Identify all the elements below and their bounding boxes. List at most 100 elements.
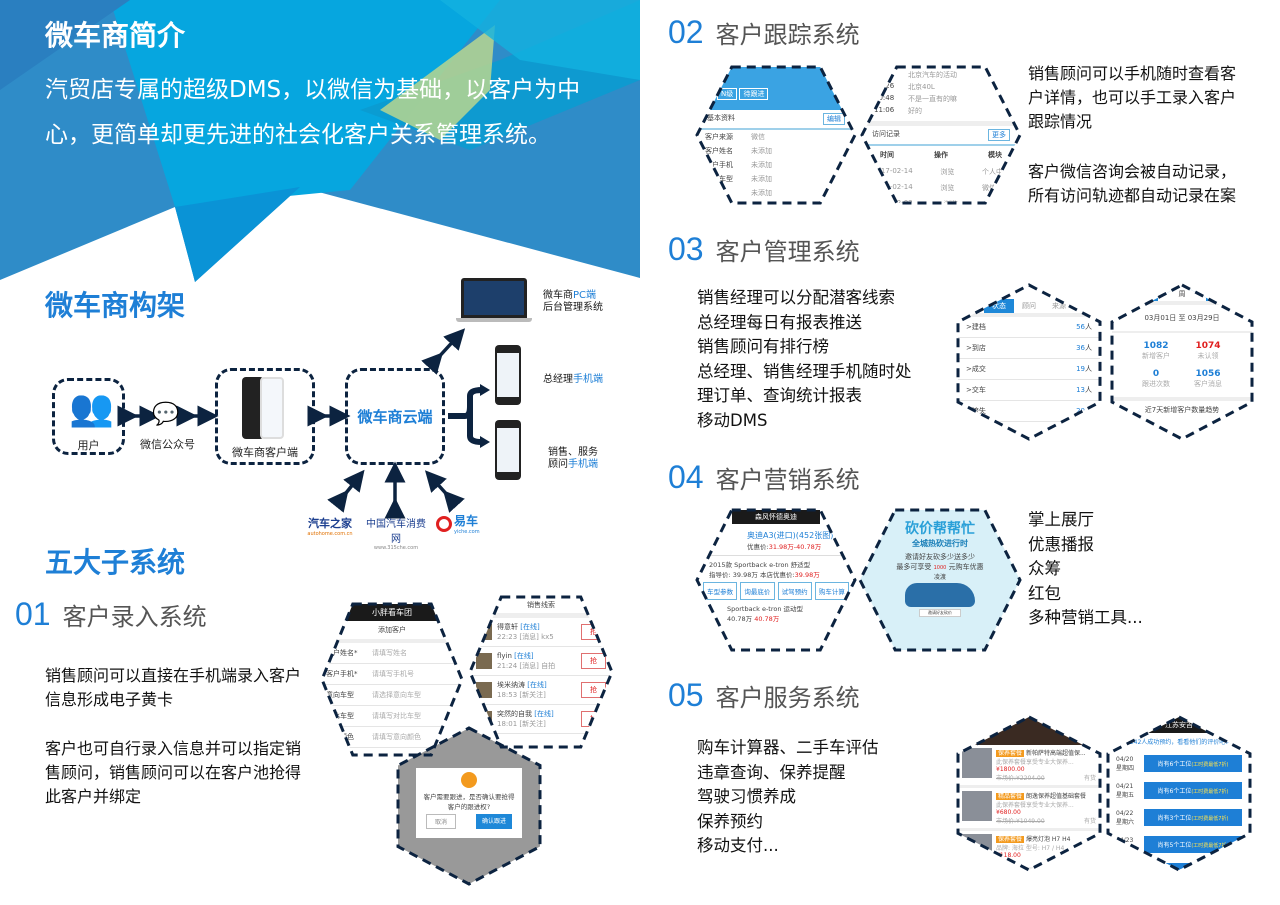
invite-button[interactable]: 邀请好友砍价 — [919, 609, 961, 617]
action-button[interactable]: 询最底价 — [740, 582, 775, 600]
form-field: 客户手机*请填写手机号 — [322, 664, 462, 685]
book-slot-button[interactable]: 尚有9个工位(工时费最低7折) — [1144, 863, 1242, 870]
s01-add-customer-screen: 小胖看车团 添加客户 客户姓名*请填写姓名客户手机*请填写手机号意向车型请选择意… — [322, 604, 462, 755]
grab-button[interactable]: 抢 — [581, 653, 606, 669]
phone-image — [260, 377, 284, 439]
action-button[interactable]: 购车计算 — [814, 582, 849, 600]
feature-item: 红包 — [1028, 583, 1061, 603]
action-button[interactable]: 车型参数 — [703, 582, 738, 600]
tab[interactable]: 顾问 — [1022, 302, 1036, 310]
visit-table-header: 时间操作模块 — [880, 151, 1002, 159]
autohome-logo: 汽车之家 autohome.com.cn — [307, 517, 353, 537]
cancel-button[interactable]: 取消 — [425, 814, 456, 829]
action-button[interactable]: 试驾预约 — [777, 582, 812, 600]
package-item[interactable]: 保养套餐 新帕萨特高端超值保...此保养套餐享受专业大保养...¥1800.00… — [958, 745, 1100, 788]
intro-banner-background — [0, 0, 640, 282]
detail-row: 意向车型未添加 — [705, 175, 772, 183]
wechat-icon: 💬 — [152, 402, 180, 427]
s05-feature-list: 购车计算器、二手车评估违章查询、保养提醒驾驶习惯养成保养预约移动支付... — [697, 736, 879, 859]
grab-button[interactable]: 抢 — [581, 624, 606, 640]
laptop-image — [456, 278, 532, 324]
architecture-title: 微车商构架 — [45, 289, 186, 322]
feature-item: 违章查询、保养提醒 — [697, 762, 846, 782]
subsystems-title: 五大子系统 — [45, 546, 186, 579]
lead-item[interactable]: flyin [在线]21:24 [消息] 自拍抢 — [470, 647, 612, 676]
client-label: 微车商客户端 — [232, 446, 298, 459]
s05-maintenance-screen: 保养套餐 新帕萨特高端超值保...此保养套餐享受专业大保养...¥1800.00… — [958, 717, 1100, 870]
lead-item[interactable]: 埃米纳涛 [在线]18:53 [新关注]抢 — [470, 676, 612, 705]
edit-button[interactable]: 编辑 — [823, 113, 845, 125]
book-slot-button[interactable]: 尚有6个工位(工时费最低7折) — [1144, 782, 1242, 799]
client-node: 微车商客户端 — [215, 368, 315, 465]
book-slot-button[interactable]: 尚有3个工位(工时费最低7折) — [1144, 809, 1242, 826]
wechat-label: 微信公众号 — [140, 438, 195, 451]
visit-table-row: 2017-02-02浏览微官网 — [872, 199, 1010, 203]
form-field: 意向车型请选择意向车型 — [322, 685, 462, 706]
s02-customer-detail-screen: N级 待跟进 基本资料编辑 客户来源微信客户姓名未添加客户手机未添加意向车型未添… — [697, 67, 855, 203]
tab[interactable]: 状态 — [984, 299, 1014, 313]
car-image — [905, 583, 975, 607]
book-slot-button[interactable]: 尚有5个工位(工时费最低7折) — [1144, 836, 1242, 853]
booking-day[interactable]: 04/24尚有9个工位(工时费最低7折) — [1108, 858, 1250, 870]
feature-item: 总经理每日有报表推送 — [697, 312, 862, 332]
confirm-button[interactable]: 确认跟进 — [475, 814, 512, 829]
s04-bargain-screen: 砍价帮帮忙 全城热砍进行时 邀请好友砍多少送多少 最多可享受 1000 元购车优… — [860, 510, 1020, 650]
phone-image — [242, 377, 264, 439]
detail-row: 未添加 — [751, 189, 772, 197]
avatar — [476, 653, 492, 669]
grab-button[interactable]: 抢 — [581, 682, 606, 698]
book-slot-button[interactable]: 尚有6个工位(工时费最低7折) — [1144, 755, 1242, 772]
feature-item: 销售经理可以分配潜客线索 — [697, 288, 895, 307]
car-thumbnail — [962, 834, 992, 864]
architecture-arrows — [117, 328, 490, 519]
feature-item: 购车计算器、二手车评估 — [697, 738, 879, 757]
smiley-icon — [461, 772, 477, 788]
315che-logo: 中国汽车消费网 www.315che.com — [366, 519, 426, 551]
feature-item: 多种营销工具... — [1028, 608, 1143, 627]
lead-item[interactable]: 突然的自我 [在线]18:01 [新关注]抢 — [470, 705, 612, 734]
cloud-node: 微车商云端 — [345, 368, 445, 465]
avatar — [476, 711, 492, 727]
gm-phone-image — [495, 345, 521, 405]
sales-phone-image — [495, 420, 521, 480]
s01-text-1: 销售顾问可以直接在手机端录入客户信息形成电子黄卡 — [45, 666, 302, 709]
tab[interactable]: 来源 — [1052, 302, 1066, 310]
avatar — [476, 682, 492, 698]
s02-text-1: 销售顾问可以手机随时查看客户详情，也可以手工录入客户跟踪情况 — [1028, 64, 1237, 131]
grab-button[interactable]: 抢 — [581, 711, 606, 727]
user-node: 👥 用户 — [52, 378, 125, 455]
feature-item: 众筹 — [1028, 559, 1061, 578]
feature-item: 掌上展厅 — [1028, 510, 1094, 529]
s01-text-2: 客户也可自行录入信息并可以指定销售顾问，销售顾问可以在客户池抢得此客户并绑定 — [45, 739, 302, 806]
user-label: 用户 — [77, 439, 100, 452]
avatar — [476, 624, 492, 640]
more-button[interactable]: 更多 — [988, 129, 1010, 141]
intro-title: 微车商简介 — [45, 19, 186, 52]
